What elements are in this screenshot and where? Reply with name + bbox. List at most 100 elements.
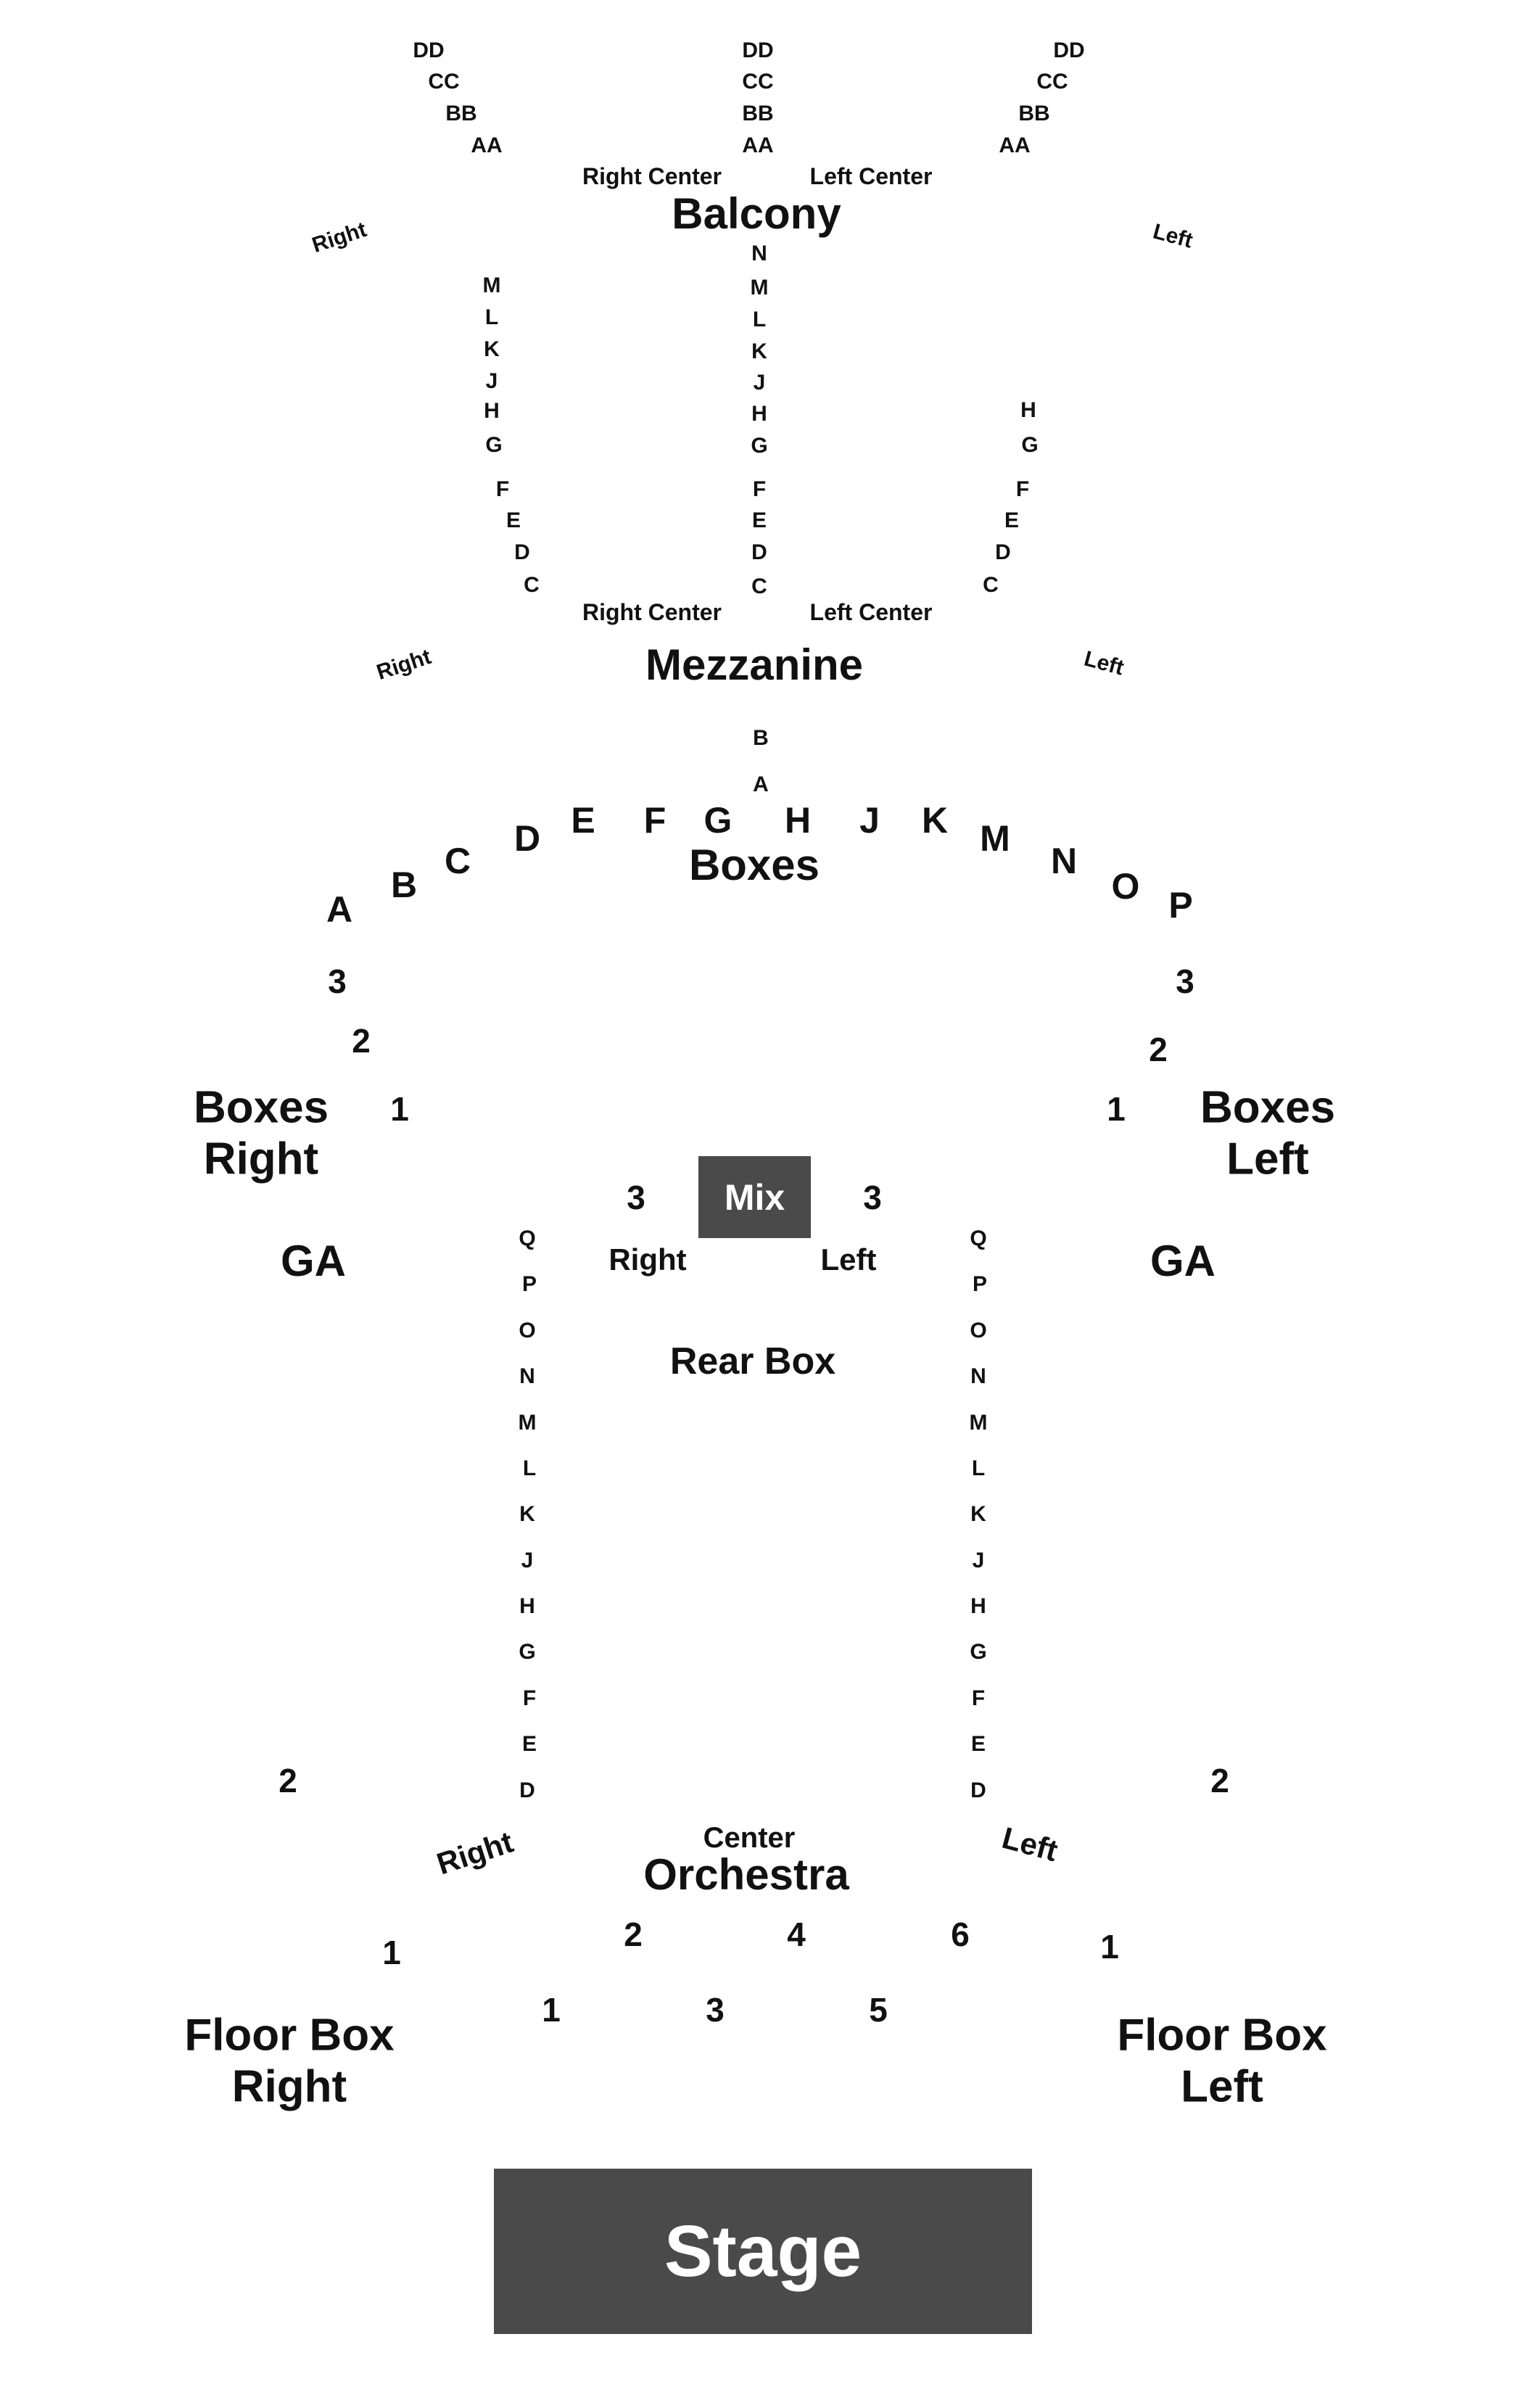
orchestra-left-row[interactable]: H [970,1594,986,1618]
orchestra-left-row[interactable]: P [972,1272,988,1296]
balcony-center-row[interactable]: AA [742,133,774,157]
balcony-right-label[interactable]: Right [309,217,370,258]
orchestra-right-row[interactable]: E [521,1732,537,1756]
orchestra-left-row[interactable]: O [970,1319,987,1343]
mezzanine-right-row[interactable]: G [485,433,503,457]
orchestra-right-row[interactable]: Q [519,1226,536,1250]
mezzanine-left-row[interactable]: C [983,573,999,597]
balcony-right-center-label[interactable]: Right Center [582,163,722,189]
orchestra-front-section[interactable]: 2 [624,1916,643,1953]
box-letter[interactable]: P [1168,885,1193,925]
mix-booth[interactable]: Mix [698,1156,811,1238]
mezzanine-left-row[interactable]: D [995,540,1011,564]
balcony-left-row[interactable]: DD [1053,38,1085,62]
rear-right-number[interactable]: 3 [627,1179,645,1216]
orchestra-left-row[interactable]: E [970,1732,986,1756]
mezzanine-right-center-label[interactable]: Right Center [582,599,722,625]
mezzanine-right-row[interactable]: L [484,305,499,329]
mezzanine-right-row[interactable]: H [484,399,500,423]
ga-right-label[interactable]: GA [281,1237,346,1285]
mezzanine-center-row[interactable]: D [751,540,767,564]
balcony-right-row[interactable]: AA [471,133,503,157]
mezzanine-left-row[interactable]: H [1020,398,1036,422]
box-letter[interactable]: C [444,841,471,881]
ga-left-label[interactable]: GA [1150,1237,1215,1285]
orchestra-right-row[interactable]: K [519,1502,535,1526]
orchestra-left-label[interactable]: Left [998,1820,1062,1868]
rear-left-number[interactable]: 3 [863,1179,882,1216]
mezzanine-right-row[interactable]: M [482,273,501,297]
orchestra-right-row[interactable]: L [522,1456,537,1480]
balcony-left-row[interactable]: BB [1018,102,1050,125]
orchestra-front-section[interactable]: 3 [706,1991,725,2029]
boxes-left-number[interactable]: 1 [1107,1090,1126,1128]
floor-box-left-number[interactable]: 1 [1100,1928,1119,1966]
mezzanine-center-row[interactable]: K [751,339,767,363]
mezzanine-right-row[interactable]: C [524,573,540,597]
orchestra-front-section[interactable]: 1 [542,1991,561,2029]
orchestra-left-row[interactable]: F [971,1686,986,1710]
mezzanine-left-row[interactable]: G [1021,433,1039,457]
box-letter[interactable]: E [571,800,595,841]
mezzanine-left-label[interactable]: Left [1081,646,1126,680]
balcony-right-row[interactable]: BB [445,102,477,125]
mezzanine-center-row[interactable]: G [751,434,768,458]
balcony-center-row[interactable]: CC [742,70,774,94]
mezzanine-right-row[interactable]: E [505,508,521,532]
orchestra-front-section[interactable]: 5 [869,1991,888,2029]
balcony-right-row[interactable]: CC [428,70,460,94]
orchestra-right-row[interactable]: H [519,1594,535,1618]
rear-right-label[interactable]: Right [608,1242,687,1277]
box-letter[interactable]: F [643,800,666,841]
mezzanine-center-row[interactable]: F [752,477,767,501]
orchestra-right-row[interactable]: M [518,1411,537,1435]
balcony-left-center-label[interactable]: Left Center [809,163,933,189]
mezzanine-lower-row[interactable]: A [753,772,769,796]
balcony-left-row[interactable]: CC [1036,70,1068,94]
box-letter[interactable]: K [921,800,949,841]
balcony-right-row[interactable]: DD [413,38,445,62]
box-letter[interactable]: M [980,818,1010,859]
floor-box-right-number[interactable]: 2 [278,1762,297,1799]
orchestra-left-row[interactable]: G [970,1640,987,1664]
mezzanine-left-row[interactable]: F [1015,477,1030,501]
boxes-right-number[interactable]: 3 [328,962,347,1000]
boxes-right-number[interactable]: 1 [390,1090,409,1128]
box-letter[interactable]: O [1111,866,1140,907]
mezzanine-center-row[interactable]: C [751,574,767,598]
orchestra-right-row[interactable]: J [521,1549,534,1572]
mezzanine-lower-row[interactable]: B [753,726,769,750]
orchestra-left-row[interactable]: K [970,1502,986,1526]
orchestra-front-section[interactable]: 6 [951,1916,970,1953]
orchestra-center-label[interactable]: Center [703,1822,796,1854]
mezzanine-right-label[interactable]: Right [373,644,434,685]
rear-left-label[interactable]: Left [820,1242,877,1277]
box-letter[interactable]: G [703,800,732,841]
boxes-left-number[interactable]: 3 [1176,962,1194,1000]
orchestra-left-row[interactable]: Q [970,1226,987,1250]
orchestra-right-row[interactable]: N [519,1364,535,1388]
orchestra-left-row[interactable]: J [972,1549,985,1572]
mezzanine-center-row[interactable]: N [751,242,767,265]
orchestra-right-row[interactable]: G [519,1640,536,1664]
balcony-center-row[interactable]: BB [742,102,774,125]
mezzanine-center-row[interactable]: H [751,402,767,426]
mezzanine-center-row[interactable]: E [751,508,767,532]
mezzanine-center-row[interactable]: L [752,308,767,331]
box-letter[interactable]: B [390,865,418,905]
mezzanine-center-row[interactable]: M [750,276,769,300]
orchestra-right-row[interactable]: F [522,1686,537,1710]
balcony-left-label[interactable]: Left [1150,219,1195,253]
box-letter[interactable]: J [859,800,880,841]
balcony-center-row[interactable]: DD [742,38,774,62]
box-letter[interactable]: D [513,818,541,859]
mezzanine-right-row[interactable]: J [485,369,498,393]
orchestra-right-row[interactable]: D [519,1778,535,1802]
orchestra-right-row[interactable]: P [521,1272,537,1296]
mezzanine-center-row[interactable]: J [753,371,766,395]
orchestra-front-section[interactable]: 4 [787,1916,806,1953]
box-letter[interactable]: H [784,800,812,841]
boxes-left-number[interactable]: 2 [1149,1031,1168,1068]
orchestra-left-row[interactable]: N [970,1364,986,1388]
mezzanine-right-row[interactable]: F [495,477,510,501]
